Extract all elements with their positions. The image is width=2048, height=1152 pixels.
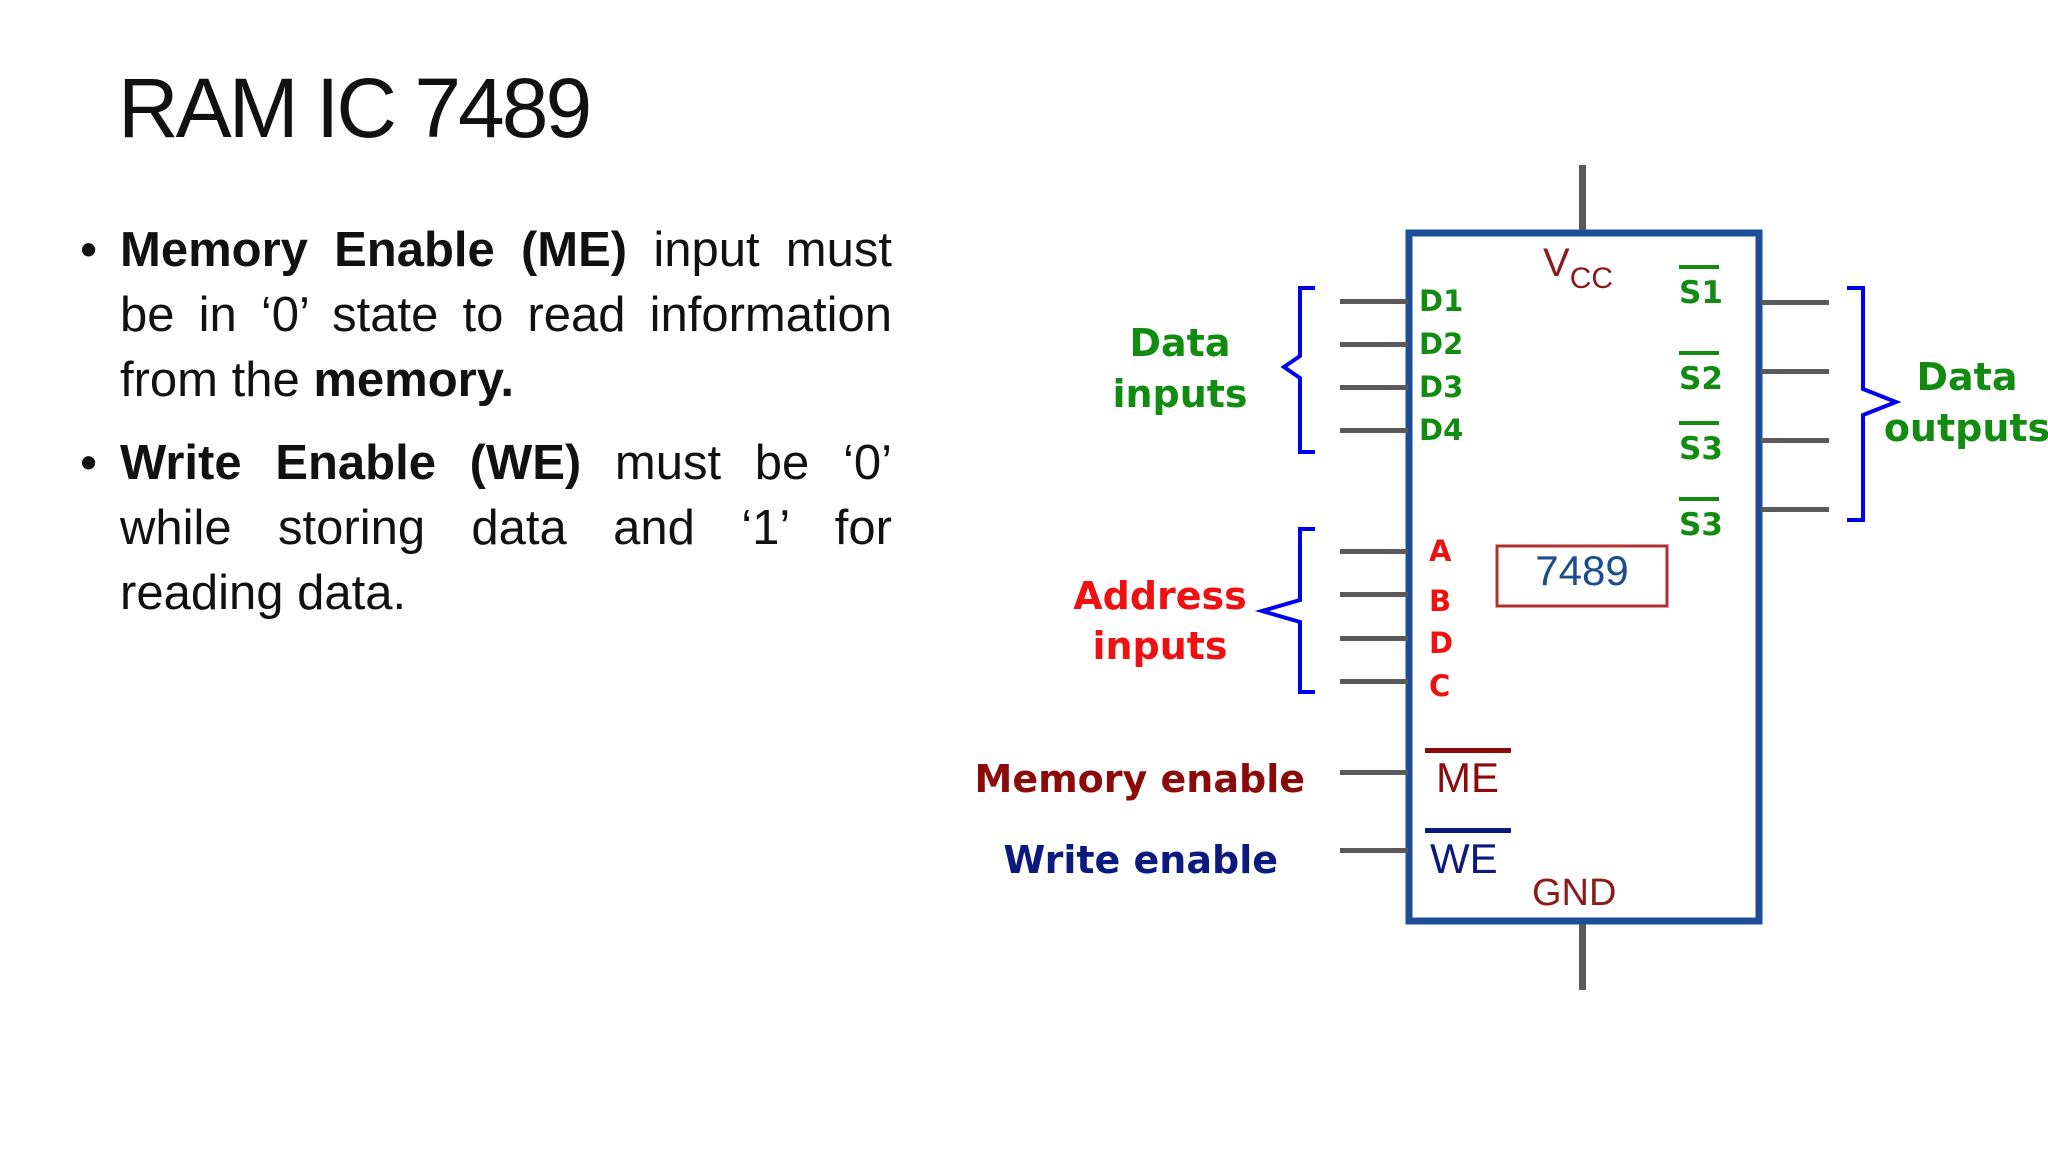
vcc-label: VCC xyxy=(1543,241,1613,295)
s1-overline xyxy=(1679,265,1719,269)
bullet-bold-end: memory. xyxy=(313,353,514,407)
gnd-label: GND xyxy=(1532,872,1616,914)
pin-line-s1 xyxy=(1761,300,1829,305)
bullet-list: • Memory Enable (ME) input must be in ‘0’… xyxy=(80,218,892,644)
vcc-sub: CC xyxy=(1570,262,1613,295)
memory-enable-label: Memory enable xyxy=(975,757,1306,801)
vcc-pin xyxy=(1579,165,1586,232)
vcc-main: V xyxy=(1543,241,1570,285)
chip-body xyxy=(1405,229,1763,925)
data-inputs-brace xyxy=(1280,286,1315,454)
data-inputs-label-line1: Data xyxy=(1130,321,1231,365)
address-inputs-brace xyxy=(1254,527,1315,694)
pin-line-d4 xyxy=(1340,428,1408,433)
address-inputs-label-line2: inputs xyxy=(1092,624,1227,668)
pin-line-me xyxy=(1340,770,1408,775)
pin-label-d2: D2 xyxy=(1419,327,1463,361)
pin-label-d1: D1 xyxy=(1419,284,1463,318)
bullet-text: input must be in ‘0’ state to read infor… xyxy=(120,223,892,407)
address-inputs-label-line1: Address xyxy=(1073,574,1247,618)
pin-label-b: B xyxy=(1429,584,1451,618)
gnd-pin xyxy=(1579,922,1586,990)
pin-label-we: WE xyxy=(1430,835,1498,882)
pin-line-s3a xyxy=(1761,438,1829,443)
pin-line-s2 xyxy=(1761,369,1829,374)
bullet-dot: • xyxy=(80,436,98,490)
slide-title: RAM IC 7489 xyxy=(118,61,592,155)
pin-line-d1 xyxy=(1340,299,1408,304)
me-overline xyxy=(1425,748,1511,753)
pin-line-d xyxy=(1340,636,1408,641)
bullet-bold-text: Memory Enable (ME) xyxy=(120,223,628,277)
s2-overline xyxy=(1679,351,1719,355)
chip-name-box xyxy=(1495,544,1669,608)
bullet-text: must be ‘0’ while storing data and ‘1’ f… xyxy=(120,436,892,620)
we-overline xyxy=(1425,828,1511,833)
pin-label-d3: D3 xyxy=(1419,370,1463,404)
pin-label-s1: S1 xyxy=(1679,275,1723,311)
pin-line-s3b xyxy=(1761,507,1829,512)
data-outputs-label-line2: outputs xyxy=(1884,406,2048,450)
pin-label-d: D xyxy=(1429,626,1453,660)
pin-line-b xyxy=(1340,592,1408,597)
s3b-overline xyxy=(1679,497,1719,501)
s3a-overline xyxy=(1679,421,1719,425)
pin-label-s3b: S3 xyxy=(1679,507,1723,543)
pin-label-me: ME xyxy=(1436,754,1499,801)
pin-label-s3a: S3 xyxy=(1679,431,1723,467)
chip-name: 7489 xyxy=(1535,547,1628,594)
pin-label-s2: S2 xyxy=(1679,361,1723,397)
write-enable-label: Write enable xyxy=(1003,838,1278,882)
bullet-dot: • xyxy=(80,223,98,277)
data-inputs-label-line2: inputs xyxy=(1112,372,1247,416)
pin-line-d3 xyxy=(1340,385,1408,390)
bullet-item-write-enable: • Write Enable (WE) must be ‘0’ while sto… xyxy=(80,431,892,626)
pin-line-c xyxy=(1340,679,1408,684)
data-outputs-brace xyxy=(1847,286,1902,522)
pin-line-d2 xyxy=(1340,342,1408,347)
bullet-item-memory-enable: • Memory Enable (ME) input must be in ‘0’… xyxy=(80,218,892,413)
pin-line-we xyxy=(1340,848,1408,853)
pin-label-d4: D4 xyxy=(1419,413,1463,447)
pin-label-c: C xyxy=(1429,669,1450,703)
pin-label-a: A xyxy=(1429,534,1452,568)
data-outputs-label-line1: Data xyxy=(1917,355,2018,399)
bullet-bold-text: Write Enable (WE) xyxy=(120,436,582,490)
pin-line-a xyxy=(1340,549,1408,554)
